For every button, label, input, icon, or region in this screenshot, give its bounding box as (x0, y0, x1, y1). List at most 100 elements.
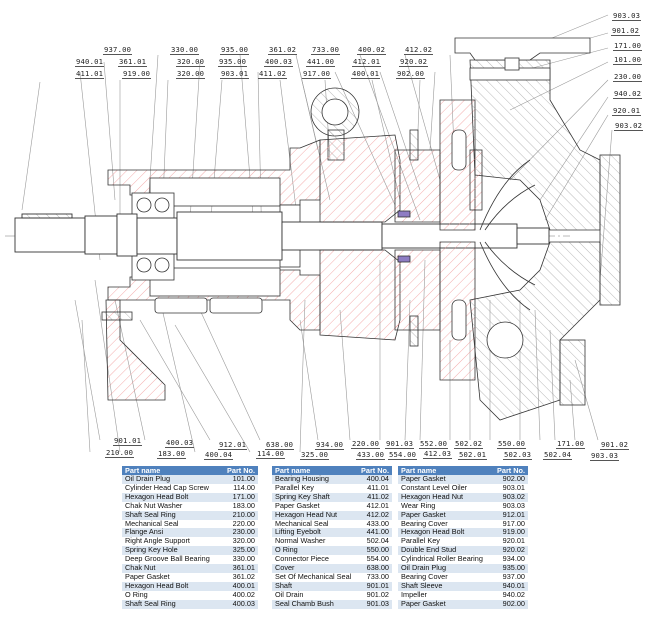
part-no-cell: 733.00 (356, 572, 392, 582)
part-no-cell: 412.01 (356, 501, 392, 511)
callout-label: 502.04 (543, 450, 573, 460)
part-no-cell: 101.00 (220, 474, 258, 484)
part-no-cell: 934.00 (491, 554, 528, 565)
part-name-cell: Parallel Key (272, 483, 357, 493)
part-name-cell: Cylindrical Roller Bearing (398, 554, 492, 565)
col-part-name: Part name (398, 466, 492, 475)
part-name-cell: Lifting Eyebolt (272, 528, 357, 538)
part-name-cell: Set Of Mechanical Seal (272, 572, 357, 582)
callout-label: 171.00 (556, 439, 586, 449)
part-no-cell: 171.00 (220, 492, 258, 502)
col-part-name: Part name (272, 466, 357, 475)
part-name-cell: Chak Nut (122, 563, 221, 573)
callout-label: 210.00 (105, 448, 135, 458)
part-name-cell: Seal Chamb Bush (272, 599, 357, 609)
part-no-cell: 220.00 (220, 519, 258, 529)
part-name-cell: Hexagon Head Nut (272, 510, 357, 520)
part-no-cell: 920.02 (491, 545, 528, 556)
part-no-cell: 550.00 (356, 545, 392, 556)
part-name-cell: Double End Stud (398, 545, 492, 556)
part-no-cell: 400.04 (356, 474, 392, 484)
callout-label: 433.00 (356, 450, 386, 460)
part-no-cell: 903.03 (491, 501, 528, 511)
callout-label: 934.00 (315, 440, 345, 450)
part-name-cell: Shaft Seal Ring (122, 510, 221, 520)
callout-label: 552.00 (419, 439, 449, 449)
callout-label: 502.03 (503, 450, 533, 460)
part-no-cell: 920.01 (491, 536, 528, 547)
callout-label: 412.03 (423, 449, 453, 459)
callout-label: 230.00 (613, 72, 643, 82)
part-no-cell: 917.00 (491, 519, 528, 529)
shaft (14, 211, 550, 261)
part-name-cell: Paper Gasket (398, 510, 492, 520)
col-part-no: Part No. (491, 466, 528, 475)
callout-label: 935.00 (220, 45, 250, 55)
part-no-cell: 903.01 (491, 483, 528, 493)
part-no-cell: 361.02 (220, 572, 258, 582)
part-no-cell: 940.02 (491, 590, 528, 600)
part-no-cell: 114.00 (220, 483, 258, 493)
callout-label: 902.00 (396, 69, 426, 79)
part-no-cell: 412.02 (356, 510, 392, 520)
callout-label: 400.03 (264, 57, 294, 67)
part-no-cell: 901.01 (356, 581, 392, 591)
part-name-cell: Shaft Sleeve (398, 581, 492, 591)
part-name-cell: Spring Key Hole (122, 545, 221, 556)
part-name-cell: Shaft (272, 581, 357, 591)
callout-label: 940.01 (75, 57, 105, 67)
part-name-cell: Deep Groove Ball Bearing (122, 554, 221, 565)
part-name-cell: Hexagon Head Bolt (398, 528, 492, 538)
part-no-cell: 902.00 (491, 474, 528, 484)
constant-level-oiler (454, 37, 591, 81)
part-no-cell: 361.01 (220, 563, 258, 573)
callout-label: 937.00 (103, 45, 133, 55)
support-foot (101, 299, 166, 401)
part-name-cell: Cylinder Head Cap Screw (122, 483, 221, 493)
part-name-cell: Mechanical Seal (122, 519, 221, 529)
callout-label: 330.00 (170, 45, 200, 55)
callout-label: 901.01 (113, 436, 143, 446)
col-part-no: Part No. (220, 466, 258, 475)
callout-label: 903.03 (612, 11, 642, 21)
part-name-cell: Bearing Cover (398, 519, 492, 529)
callout-label: 361.01 (118, 57, 148, 67)
part-name-cell: Impeller (398, 590, 492, 600)
callout-label: 101.00 (613, 55, 643, 65)
part-name-cell: Mechanical Seal (272, 519, 357, 529)
col-part-no: Part No. (356, 466, 392, 475)
part-no-cell: 919.00 (491, 528, 528, 538)
part-name-cell: Hexagon Head Nut (398, 492, 492, 502)
part-name-cell: Oil Drain Plug (122, 474, 221, 484)
part-name-cell: Paper Gasket (398, 474, 492, 484)
callout-label: 412.01 (352, 57, 382, 67)
callout-label: 412.02 (404, 45, 434, 55)
casing-cover (439, 99, 476, 381)
part-no-cell: 320.00 (220, 536, 258, 547)
